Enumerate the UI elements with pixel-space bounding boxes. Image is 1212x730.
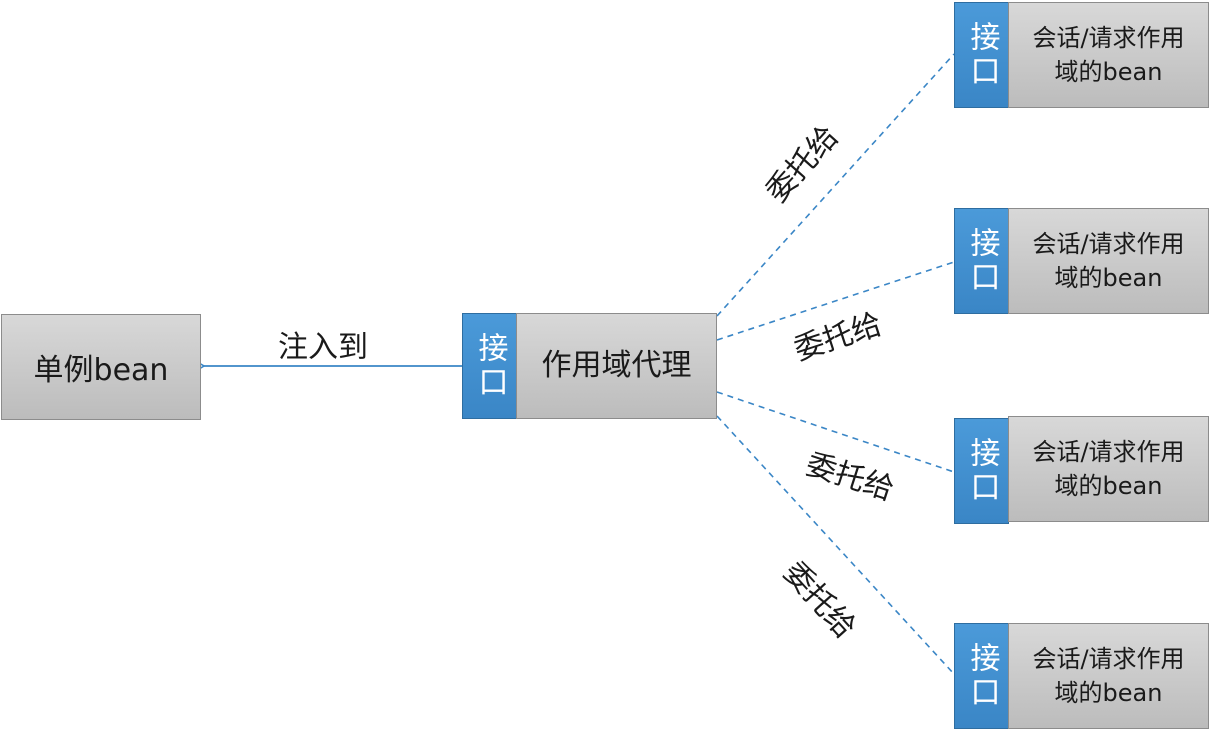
scoped-bean-node: 会话/请求作用域的bean: [1008, 208, 1209, 314]
target-interface-label: 接口: [964, 642, 1000, 710]
delegate-edge-1: [716, 53, 955, 317]
delegate-edge-4: [716, 415, 955, 675]
inject-edge-label: 注入到: [278, 330, 368, 365]
delegate-edge-2: [716, 261, 955, 341]
scoped-bean-label: 会话/请求作用域的bean: [1032, 645, 1185, 707]
scoped-bean-node: 会话/请求作用域的bean: [1008, 623, 1209, 729]
scoped-bean-label: 会话/请求作用域的bean: [1032, 230, 1185, 292]
delegate-edge-3: [716, 391, 955, 473]
scoped-proxy-node: 作用域代理: [516, 313, 717, 419]
target-interface-node: 接口: [954, 2, 1009, 108]
proxy-interface-node: 接口: [462, 313, 517, 419]
scoped-bean-label: 会话/请求作用域的bean: [1032, 438, 1185, 500]
target-interface-node: 接口: [954, 208, 1009, 314]
scoped-proxy-label: 作用域代理: [541, 348, 692, 383]
scoped-bean-label: 会话/请求作用域的bean: [1032, 24, 1185, 86]
singleton-bean-label: 单例bean: [33, 353, 169, 388]
target-interface-label: 接口: [964, 437, 1000, 505]
target-interface-label: 接口: [964, 21, 1000, 89]
proxy-interface-label: 接口: [472, 332, 508, 400]
target-interface-node: 接口: [954, 623, 1009, 729]
singleton-bean-node: 单例bean: [1, 314, 201, 420]
target-interface-label: 接口: [964, 227, 1000, 295]
scoped-bean-node: 会话/请求作用域的bean: [1008, 2, 1209, 108]
scoped-bean-node: 会话/请求作用域的bean: [1008, 416, 1209, 522]
target-interface-node: 接口: [954, 418, 1009, 524]
